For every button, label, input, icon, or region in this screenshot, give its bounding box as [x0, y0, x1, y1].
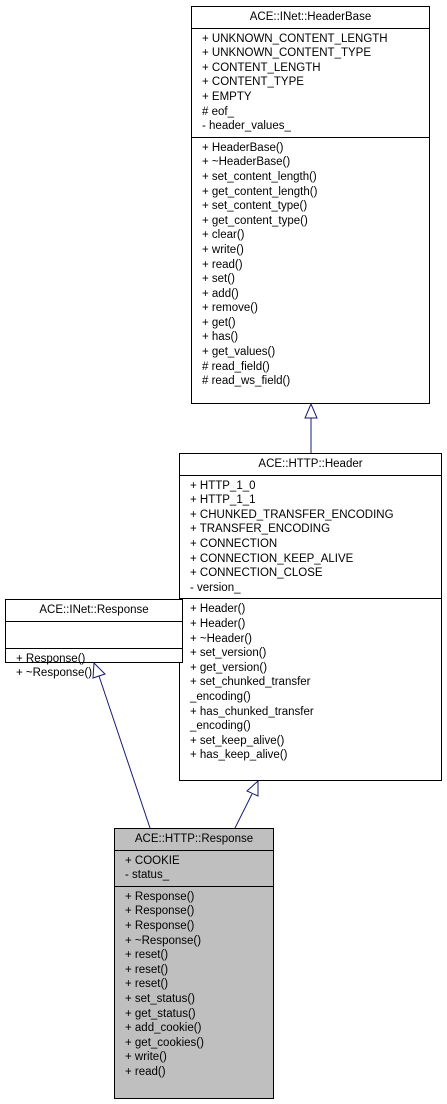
attribute-member: # eof_: [202, 105, 234, 118]
method-member: + clear(): [202, 229, 245, 242]
method-member: + add(): [202, 287, 239, 300]
method-member: + set_chunked_transfer: [190, 676, 311, 689]
method-member: + Response(): [125, 890, 195, 903]
methods-section: + Response() + ~Response(): [6, 649, 182, 684]
method-member: + reset(): [125, 963, 169, 976]
edge-response-to-header-arrow: [246, 779, 259, 797]
method-member: _encoding(): [190, 690, 251, 703]
attribute-member: + CONTENT_TYPE: [202, 76, 304, 89]
method-member: + reset(): [125, 949, 169, 962]
attributes-section: + HTTP_1_0 + HTTP_1_1+ CHUNKED_TRANSFER_E…: [180, 476, 441, 600]
attribute-member: + EMPTY: [202, 90, 252, 103]
method-member: + write(): [125, 1051, 167, 1064]
method-member: + write(): [202, 243, 244, 256]
method-member: + remove(): [202, 302, 258, 315]
class-name: ACE::INet::HeaderBase: [192, 7, 429, 29]
class-name: ACE::HTTP::Header: [180, 454, 441, 476]
method-member: + Header(): [190, 617, 246, 630]
method-member: + Header(): [190, 603, 246, 616]
method-member: + Response(): [125, 919, 195, 932]
method-member: + has_chunked_transfer: [190, 705, 314, 718]
attribute-member: + CHUNKED_TRANSFER_ENCODING: [190, 508, 394, 521]
method-member: + ~Response(): [125, 934, 202, 947]
method-member: + get_content_type(): [202, 214, 308, 227]
method-member: + get(): [202, 316, 236, 329]
attribute-member: - version_: [190, 581, 241, 594]
attribute-member: + UNKNOWN_CONTENT_TYPE: [202, 47, 372, 60]
method-member: + get_values(): [202, 346, 276, 359]
edge-response-to-inetresponse: [98, 675, 151, 829]
methods-section: + Header()+ Header() + ~Header() + set_ver…: [180, 599, 441, 766]
method-member: + Response(): [16, 652, 86, 665]
class-name: ACE::INet::Response: [6, 600, 182, 622]
methods-section: + Response()+ Response()+ Response()+ ~R…: [115, 887, 273, 1083]
attribute-member: - status_: [125, 869, 170, 882]
method-member: + get_version(): [190, 661, 268, 674]
method-member: + add_cookie(): [125, 1022, 202, 1035]
edge-response-to-header: [234, 793, 253, 829]
method-member: + ~HeaderBase(): [202, 156, 291, 169]
method-member: + set_content_type(): [202, 200, 308, 213]
class-box-inet-response[interactable]: ACE::INet::Response + Response()+ ~Respo…: [5, 599, 183, 679]
attributes-section: [6, 622, 182, 649]
method-member: + HeaderBase(): [202, 141, 284, 154]
method-member: + get_content_length(): [202, 185, 318, 198]
method-member: + has(): [202, 331, 239, 344]
attribute-member: + HTTP_1_0: [190, 479, 256, 492]
class-box-http-response[interactable]: ACE::HTTP::Response + COOKIE- status_ + …: [114, 828, 274, 1099]
method-member: + set_keep_alive(): [190, 734, 285, 747]
method-member: + ~Header(): [190, 632, 253, 645]
method-member: + reset(): [125, 978, 169, 991]
attributes-section: + UNKNOWN_CONTENT_LENGTH + UNKNOWN_CONTEN…: [192, 29, 429, 138]
class-box-headerbase[interactable]: ACE::INet::HeaderBase + UNKNOWN_CONTENT_…: [191, 6, 430, 404]
method-member: + ~Response(): [16, 667, 93, 680]
method-member: + set_version(): [190, 647, 267, 660]
methods-section: + HeaderBase()+ ~HeaderBase()+ set_conte…: [192, 138, 429, 392]
method-member: + set(): [202, 273, 235, 286]
method-member: + has_keep_alive(): [190, 749, 288, 762]
attribute-member: + UNKNOWN_CONTENT_LENGTH: [202, 32, 388, 45]
attribute-member: + CONTENT_LENGTH: [202, 61, 321, 74]
attribute-member: - header_values_: [202, 120, 291, 133]
attribute-member: + CONNECTION_KEEP_ALIVE: [190, 552, 354, 565]
method-member: # read_field(): [202, 360, 270, 373]
attribute-member: + TRANSFER_ENCODING: [190, 523, 331, 536]
edge-header-to-headerbase-arrow: [304, 402, 318, 419]
attribute-member: + CONNECTION: [190, 537, 278, 550]
method-member: _encoding(): [190, 720, 251, 733]
edge-response-to-inetresponse-arrow: [92, 661, 106, 679]
class-box-http-header[interactable]: ACE::HTTP::Header + HTTP_1_0+ HTTP_1_1+ …: [179, 453, 442, 781]
method-member: + read(): [125, 1065, 166, 1078]
method-member: + set_status(): [125, 992, 195, 1005]
method-member: + read(): [202, 258, 243, 271]
method-member: + Response(): [125, 905, 195, 918]
method-member: # read_ws_field(): [202, 375, 291, 388]
attribute-member: + HTTP_1_1: [190, 494, 256, 507]
method-member: + get_status(): [125, 1007, 196, 1020]
method-member: + set_content_length(): [202, 170, 317, 183]
attribute-member: + COOKIE: [125, 854, 180, 867]
class-name: ACE::HTTP::Response: [115, 829, 273, 851]
attribute-member: + CONNECTION_CLOSE: [190, 567, 323, 580]
method-member: + get_cookies(): [125, 1036, 204, 1049]
attributes-section: + COOKIE - status_: [115, 851, 273, 887]
